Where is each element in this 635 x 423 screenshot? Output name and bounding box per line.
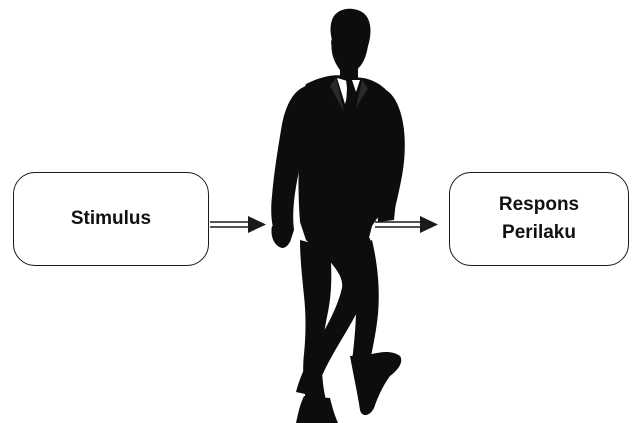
stimulus-node: Stimulus: [13, 172, 209, 266]
arrow-stimulus-to-person: [210, 216, 266, 233]
response-node: Respons Perilaku: [449, 172, 629, 266]
stimulus-label: Stimulus: [70, 208, 152, 229]
arrow-person-to-response: [375, 216, 438, 233]
response-label-line1: Respons: [498, 194, 580, 215]
response-label-line2: Perilaku: [502, 222, 576, 243]
